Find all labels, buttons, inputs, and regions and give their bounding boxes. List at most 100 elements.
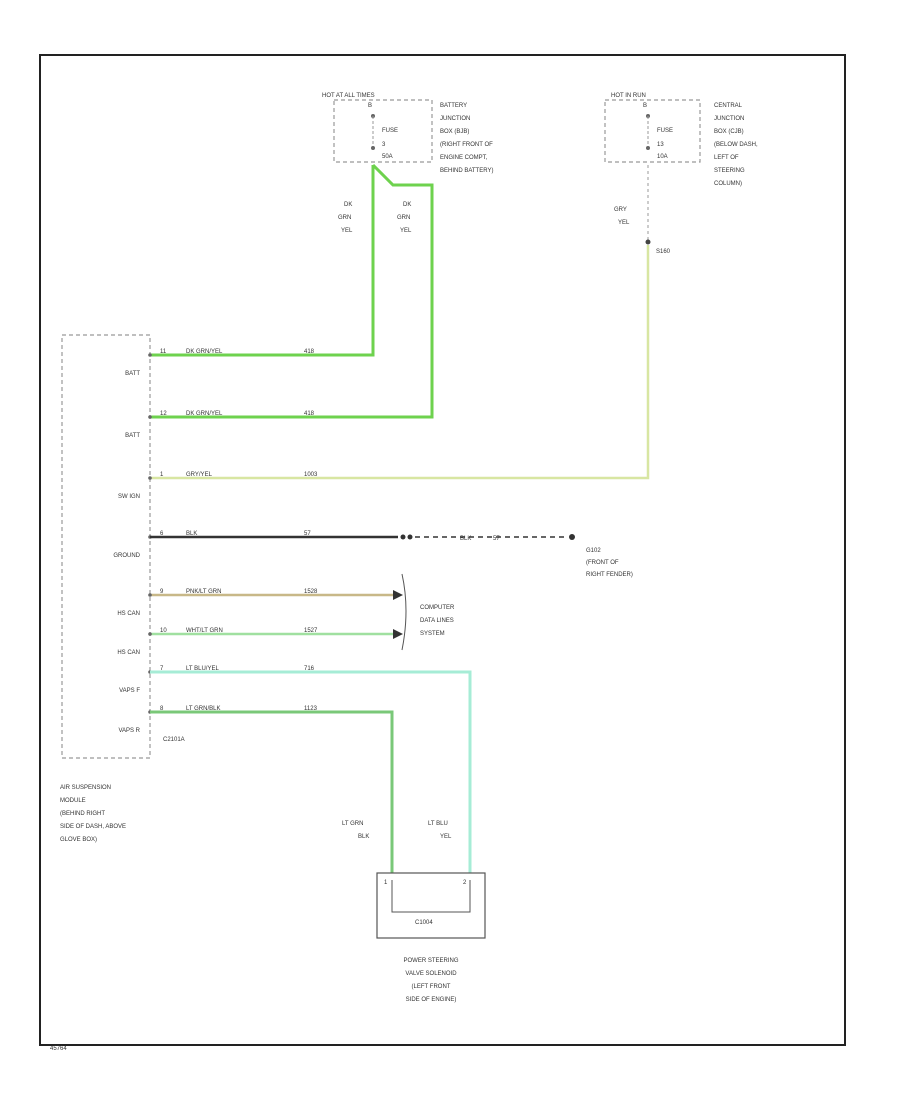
fuse-number: 3 (382, 142, 386, 148)
fuse-label: FUSE (382, 128, 398, 134)
module-description: GLOVE BOX) (60, 837, 97, 843)
pin-name: SW IGN (118, 494, 140, 500)
power-steering-solenoid: 1 2 C1004 (376, 872, 486, 939)
wire-sw-ign (150, 245, 650, 480)
pin-wire-color: PNK/LT GRN (186, 589, 221, 595)
fuse-pin-top: B (643, 103, 647, 109)
fuse-location-line: (RIGHT FRONT OF (440, 142, 493, 148)
pin-name: VAPS F (119, 688, 140, 694)
pin-name: BATT (125, 371, 140, 377)
fuse-location-line: BOX (CJB) (714, 129, 744, 135)
fuse-box-header: HOT IN RUN (611, 93, 646, 99)
fuse-rating: 50A (382, 154, 393, 160)
fuse-terminal-bottom (646, 146, 650, 150)
solenoid-description: POWER STEERING (403, 958, 458, 964)
pin-wire-color: WHT/LT GRN (186, 628, 223, 634)
solenoid-outline (376, 872, 486, 939)
fuse-terminal-bottom (371, 146, 375, 150)
ground-id: G102 (586, 548, 601, 554)
pin-number: 6 (160, 531, 164, 537)
fuse-location-line: JUNCTION (440, 116, 470, 122)
fuse-box-bjb: HOT AT ALL TIMES B FUSE 3 50A BATTERY JU… (322, 93, 493, 174)
module-description: AIR SUSPENSION (60, 785, 111, 791)
fuse-location-line: LEFT OF (714, 155, 739, 161)
pin-terminal (148, 593, 152, 597)
pin-terminal (148, 353, 152, 357)
pin-number: 8 (160, 706, 164, 712)
solenoid-connector: C1004 (415, 920, 433, 926)
ground-circuit: 57 (493, 536, 500, 542)
pin-circuit: 57 (304, 531, 311, 537)
pin-terminal (148, 476, 152, 480)
wire-batt-12 (150, 163, 434, 419)
pin-name: HS CAN (117, 650, 140, 656)
air-suspension-module (61, 334, 151, 759)
fuse-location-line: JUNCTION (714, 116, 744, 122)
pin-circuit: 418 (304, 411, 315, 417)
computer-data-lines: DATA LINES (420, 618, 454, 624)
wire-color-label: GRN (338, 215, 351, 221)
arrow-icon (393, 590, 403, 600)
pin-circuit: 1527 (304, 628, 318, 634)
bracket (401, 573, 407, 651)
fuse-number: 13 (657, 142, 664, 148)
ground-location: RIGHT FENDER) (586, 572, 633, 578)
pin-wire-color: BLK (186, 531, 197, 537)
pin-name: HS CAN (117, 611, 140, 617)
wire-color-label: GRY (614, 207, 627, 213)
pin-number: 12 (160, 411, 167, 417)
wire-color-label: DK (403, 202, 411, 208)
pin-name: BATT (125, 433, 140, 439)
diagram-frame (39, 54, 846, 1046)
pin-number: 9 (160, 589, 164, 595)
solenoid-description: SIDE OF ENGINE) (406, 997, 457, 1003)
wire-color-label: BLK (358, 834, 369, 840)
fuse-location-line: BEHIND BATTERY) (440, 168, 493, 174)
wire-vaps-r (150, 710, 394, 873)
fuse-box-header: HOT AT ALL TIMES (322, 93, 375, 99)
wire-color-label: DK (344, 202, 352, 208)
fuse-location-line: (BELOW DASH, (714, 142, 758, 148)
wire-color-label: YEL (440, 834, 452, 840)
fuse-location-line: ENGINE COMPT, (440, 155, 488, 161)
pin-number: 10 (160, 628, 167, 634)
pin-wire-color: LT BLU/YEL (186, 666, 219, 672)
fuse-location-line: BATTERY (440, 103, 467, 109)
fuse-location-line: CENTRAL (714, 103, 743, 109)
ground-point (569, 534, 575, 540)
pin-circuit: 418 (304, 349, 315, 355)
solenoid-pin: 1 (384, 880, 388, 886)
ground-wire-color: BLK (460, 536, 471, 542)
fuse-rating: 10A (657, 154, 668, 160)
wire-color-label: LT GRN (342, 821, 363, 827)
module-description: MODULE (60, 798, 86, 804)
pin-terminal (148, 632, 152, 636)
fuse-box-outline (333, 99, 433, 163)
splice-label: S160 (656, 249, 671, 255)
solenoid-description: VALVE SOLENOID (405, 971, 457, 977)
fuse-label: FUSE (657, 128, 673, 134)
pin-number: 1 (160, 472, 164, 478)
wire-vaps-f (150, 670, 472, 873)
ground-connector (407, 534, 413, 540)
wire-color-label: YEL (341, 228, 353, 234)
pin-wire-color: LT GRN/BLK (186, 706, 220, 712)
pin-wire-color: GRY/YEL (186, 472, 213, 478)
wire-color-label: YEL (400, 228, 412, 234)
ground-connector (400, 534, 406, 540)
pin-name: VAPS R (118, 728, 140, 734)
computer-data-lines: COMPUTER (420, 605, 455, 611)
pin-circuit: 1528 (304, 589, 318, 595)
pin-circuit: 716 (304, 666, 315, 672)
solenoid-coil (391, 880, 471, 913)
splice-s160 (645, 239, 651, 245)
pin-terminal (148, 415, 152, 419)
fuse-location-line: BOX (BJB) (440, 129, 469, 135)
fuse-box-cjb: HOT IN RUN B FUSE 13 10A CENTRAL JUNCTIO… (604, 93, 758, 187)
computer-data-lines: SYSTEM (420, 631, 445, 637)
pin-number: 11 (160, 349, 167, 355)
pin-circuit: 1003 (304, 472, 318, 478)
footer-code: 45764 (50, 1046, 67, 1052)
